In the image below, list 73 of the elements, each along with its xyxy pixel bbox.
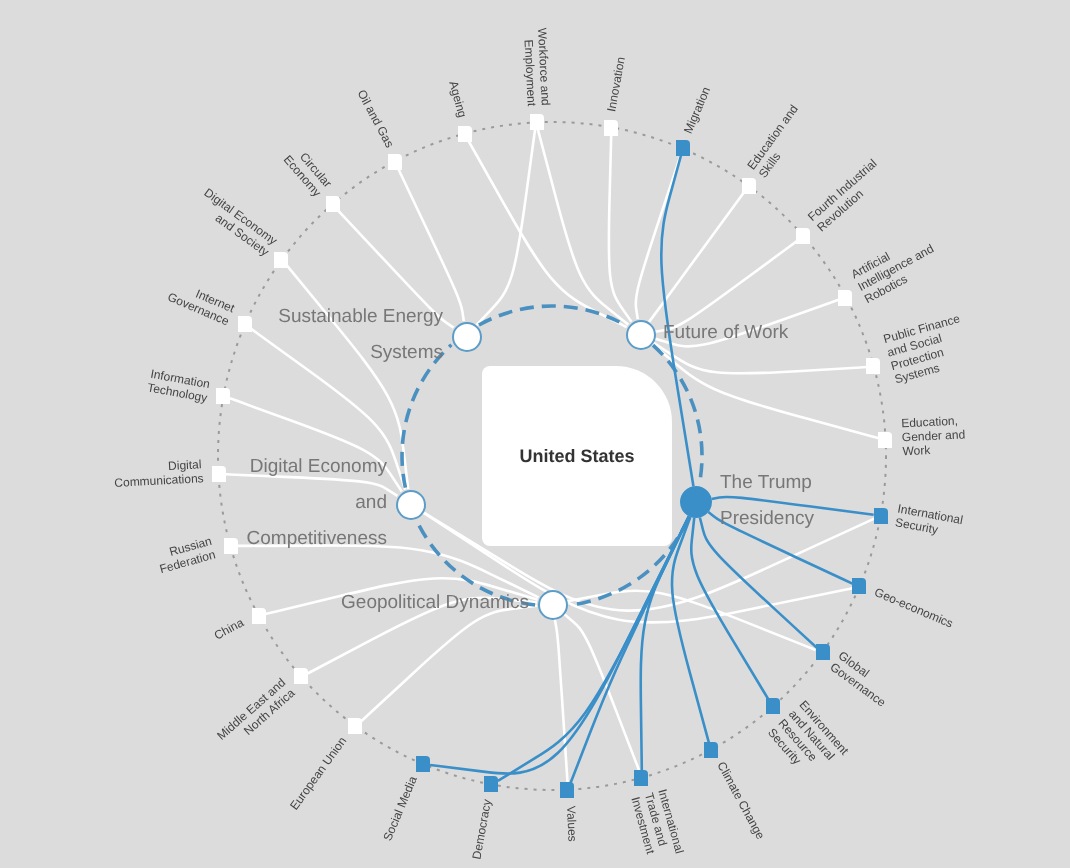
connector-line [566,589,816,652]
connector-line [698,517,818,649]
topic-marker [216,387,231,404]
connector-line [285,264,410,490]
center-card [482,366,672,546]
connector-line [569,515,691,784]
topic-marker [223,537,238,554]
connector-line [654,298,840,348]
topic-marker [852,578,867,595]
connector-line [225,473,399,497]
topic-marker [878,432,893,449]
connector-line [466,139,628,329]
topic-marker [741,177,756,194]
topic-marker [529,114,543,131]
country-title: United States [519,446,635,466]
hub-circle [451,321,481,351]
connector-line [634,154,682,320]
topic-marker [348,718,363,735]
topic-marker [416,756,431,773]
theme-label: The Trump Presidency [720,469,816,534]
topic-marker [815,644,830,661]
topic-marker [796,228,811,245]
topic-marker [294,668,309,685]
dashed-connector [400,343,453,488]
connector-line [562,612,641,772]
topic-marker [251,607,266,624]
connector-line [475,129,537,327]
topic-marker [274,251,289,268]
connector-line [650,342,880,440]
connector-line [670,516,711,744]
connector-line [249,327,407,491]
topic-marker [238,316,252,333]
topic-marker [866,358,881,375]
topic-marker [675,140,690,157]
connector-line [707,511,854,586]
theme-label: Geopolitical Dynamics [339,589,529,618]
topic-marker [484,776,499,793]
theme-label: Digital Economy and Competitiveness [244,453,387,555]
topic-marker [634,769,649,786]
connector-line [396,167,466,322]
hub-circle [625,319,655,349]
hub-circle [395,489,425,519]
connector-line [689,517,771,702]
hub-circle [537,589,567,619]
topic-marker [325,196,340,213]
hub-circle [680,486,712,518]
connector-line [660,155,695,487]
connector-line [265,576,538,616]
topic-marker [211,465,226,482]
connector-line [429,515,691,775]
connector-line [711,495,874,517]
topic-marker [457,125,472,142]
connector-line [360,604,538,723]
connector-line [647,190,746,323]
connector-line [607,134,633,323]
connector-line [421,511,853,624]
connector-line [651,341,867,375]
topic-marker [387,153,402,170]
connector-line [237,544,540,599]
topic-marker [838,289,853,306]
topic-marker [873,507,888,524]
connector-line [422,510,875,612]
connector-line [536,128,630,326]
topic-marker [604,119,619,136]
connector-line [229,397,403,493]
connector-line [654,239,799,333]
connector-line [336,208,455,329]
connector-line [306,596,538,675]
topic-marker [765,698,780,715]
topic-marker [703,741,718,758]
theme-label: Sustainable Energy Systems [276,303,443,368]
topic-marker [560,781,575,798]
connector-line [553,618,569,783]
